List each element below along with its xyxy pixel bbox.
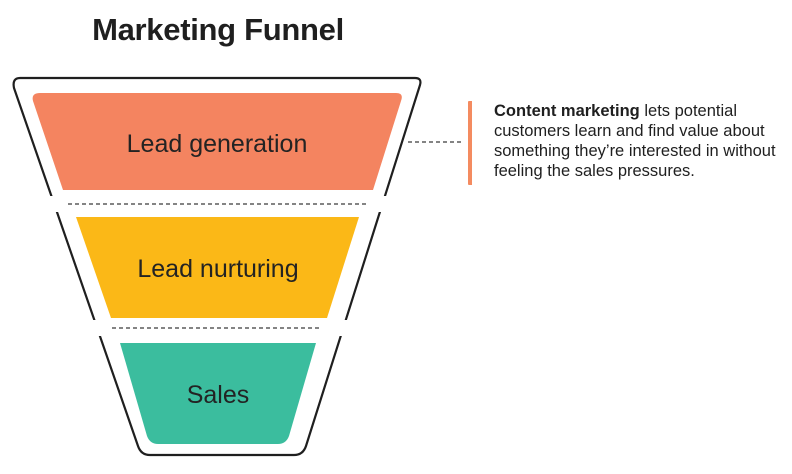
diagram-title: Marketing Funnel	[92, 12, 344, 47]
stage-label-lead-nurturing: Lead nurturing	[137, 255, 298, 283]
callout-body: lets potential customers learn and find …	[494, 102, 776, 180]
callout-highlight: Content marketing	[494, 102, 640, 120]
funnel-stage-lead-generation	[32, 93, 402, 190]
stage-label-lead-generation: Lead generation	[127, 130, 308, 158]
callout-text: Content marketing lets potential custome…	[494, 101, 792, 181]
funnel-stage-sales	[120, 343, 316, 444]
stage-label-sales: Sales	[187, 381, 250, 409]
funnel-outline	[12, 76, 422, 457]
funnel-stage-lead-nurturing	[76, 217, 359, 318]
callout: Content marketing lets potential custome…	[468, 101, 776, 185]
